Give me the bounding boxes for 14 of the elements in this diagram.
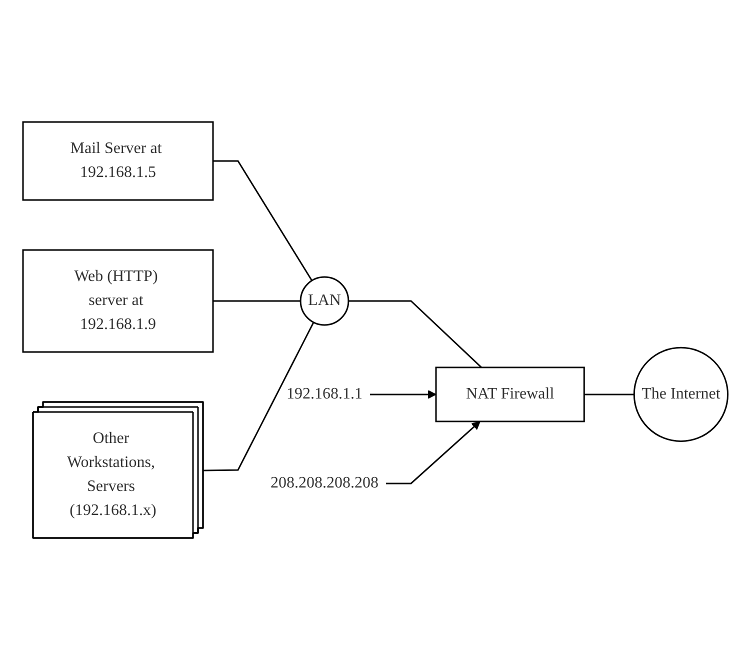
node-box: Mail Server at 192.168.1.5 (22, 121, 214, 201)
connector (204, 322, 314, 472)
connector (213, 300, 301, 302)
node-box: NAT Firewall (435, 366, 585, 422)
node-box: Web (HTTP) server at 192.168.1.9 (22, 249, 214, 353)
node-text: 192.168.1.1 (286, 385, 363, 402)
connector (584, 394, 634, 396)
node-text: 208.208.208.208 (270, 474, 379, 492)
connector (213, 160, 313, 282)
node-circle: The Internet (634, 346, 729, 442)
arrow (370, 390, 436, 399)
arrow (386, 421, 481, 484)
node-circle: LAN (300, 276, 350, 326)
connector (348, 300, 482, 368)
